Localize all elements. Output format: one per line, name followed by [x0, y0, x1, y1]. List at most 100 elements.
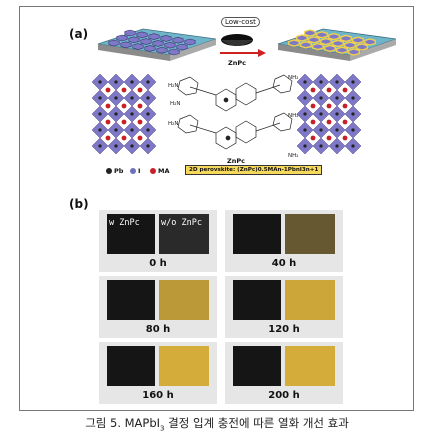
svg-text:NH₂: NH₂: [288, 153, 298, 159]
hex-grain: [136, 31, 148, 39]
pb-atom: [146, 96, 150, 100]
ma-cation: [121, 119, 127, 125]
pb-atom: [98, 144, 102, 148]
pb-atom: [335, 80, 339, 84]
znpc-powder: [221, 34, 253, 46]
hex-grain: [148, 33, 160, 40]
pb-atom: [98, 80, 102, 84]
film-with-znpc: [107, 346, 155, 386]
arrow-znpc-label: ZnPc: [228, 59, 246, 67]
ma-cation: [137, 119, 143, 125]
pb-atom: [146, 144, 150, 148]
hex-grain: [176, 43, 188, 51]
ma-cation: [326, 87, 332, 93]
aging-photo-3: 120 h: [225, 276, 343, 338]
ma-cation: [137, 135, 143, 141]
pb-atom: [130, 80, 134, 84]
svg-text:H₂N: H₂N: [170, 101, 180, 107]
low-cost-badge: Low-cost: [221, 17, 260, 27]
hex-grain: [340, 34, 352, 43]
ma-cation: [310, 135, 316, 141]
pb-atom: [351, 128, 355, 132]
hex-grain: [328, 32, 340, 41]
pb-atom: [351, 144, 355, 148]
ma-cation: [137, 87, 143, 93]
ma-dot-icon: [150, 168, 156, 174]
hex-grain: [144, 45, 156, 52]
pb-atom: [114, 128, 118, 132]
hex-grain: [300, 41, 312, 49]
hex-grain: [116, 34, 128, 42]
hex-grain: [168, 48, 180, 56]
ma-cation: [342, 135, 348, 141]
hex-grain: [336, 46, 348, 54]
pb-atom: [303, 112, 307, 116]
svg-text:H₂N: H₂N: [168, 121, 178, 127]
film-without-znpc: [159, 214, 209, 254]
ma-cation: [121, 135, 127, 141]
film-without-znpc: [159, 280, 209, 320]
figure-frame: (a): [19, 6, 414, 411]
hex-grain: [152, 40, 164, 47]
hex-grain: [348, 48, 360, 56]
pb-atom: [335, 96, 339, 100]
amine-labels: H₂N NH₂ H₂N NH₂ H₂N NH₂: [168, 75, 298, 159]
pb-atom: [130, 128, 134, 132]
ma-cation: [326, 135, 332, 141]
molecule-znpc-label: ZnPc: [227, 157, 245, 165]
ma-cation: [342, 119, 348, 125]
ma-cation: [342, 87, 348, 93]
ma-cation: [121, 103, 127, 109]
pb-atom: [114, 80, 118, 84]
pb-atom: [130, 96, 134, 100]
pb-atom: [351, 96, 355, 100]
hex-grain: [304, 29, 316, 37]
hex-grain: [156, 46, 168, 54]
ma-cation: [105, 135, 111, 141]
hex-grain: [352, 36, 364, 44]
film-with-znpc: [107, 280, 155, 320]
i-dot-icon: [130, 168, 136, 174]
svg-text:H₂N: H₂N: [168, 83, 178, 89]
aging-photo-1: 40 h: [225, 210, 343, 272]
right-hex-layer: [288, 29, 376, 56]
hex-grain: [312, 42, 324, 51]
hex-grain: [120, 41, 132, 49]
ma-cation: [310, 87, 316, 93]
pb-atom: [98, 128, 102, 132]
znpc-molecule-top: [177, 74, 293, 112]
pb-atom: [303, 96, 307, 100]
hex-grain: [324, 44, 336, 53]
svg-text:NH₂: NH₂: [288, 113, 298, 119]
hex-grain: [344, 41, 356, 49]
pb-atom: [335, 144, 339, 148]
pb-atom: [335, 128, 339, 132]
pb-atom: [319, 112, 323, 116]
svg-text:NH₂: NH₂: [288, 75, 298, 81]
pb-atom: [98, 112, 102, 116]
film-with-znpc: [233, 280, 281, 320]
hex-grain: [128, 36, 140, 44]
hex-grain: [160, 35, 172, 42]
film-without-znpc: [285, 346, 335, 386]
hex-grain: [356, 43, 368, 51]
ma-cation: [310, 103, 316, 109]
pb-atom: [114, 144, 118, 148]
film-without-znpc: [159, 346, 209, 386]
hex-grain: [108, 39, 120, 47]
process-arrow: [220, 49, 266, 57]
legend-ma: MA: [150, 167, 170, 175]
panel-a-label: (a): [69, 27, 89, 41]
hex-grain: [320, 37, 332, 46]
pb-atom: [319, 80, 323, 84]
ma-cation: [137, 103, 143, 109]
ma-cation: [326, 119, 332, 125]
legend-pb: Pb: [106, 167, 123, 175]
pb-dot-icon: [106, 168, 112, 174]
aging-time-label: 40 h: [271, 258, 297, 269]
ma-cation: [342, 103, 348, 109]
hex-grain: [316, 31, 328, 39]
znpc-molecule-bottom: [177, 112, 293, 150]
pb-atom: [303, 80, 307, 84]
